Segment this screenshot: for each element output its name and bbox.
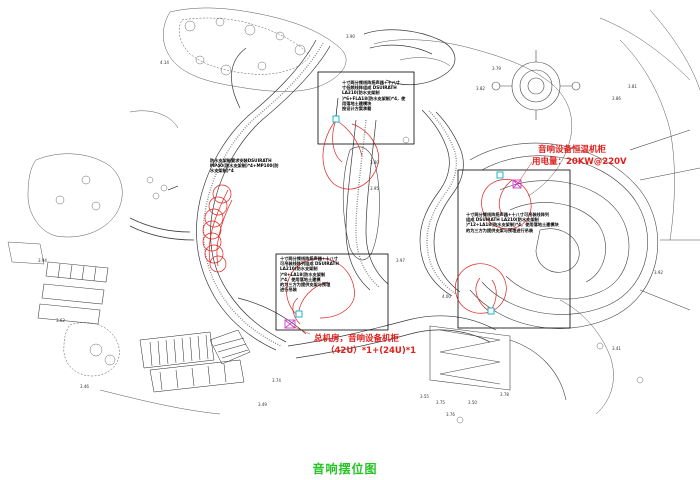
zone-frame-middle bbox=[275, 253, 389, 331]
speaker-marker-right-lower bbox=[487, 307, 495, 315]
speaker-marker-top bbox=[332, 115, 340, 123]
room-label-line1: 总机房，音响设备机柜 bbox=[314, 334, 400, 344]
elevation-label: 3.92 bbox=[654, 270, 663, 275]
elevation-label: 3.95 bbox=[370, 186, 379, 191]
note-top-zone: 十寸两分频线阵扬声器+十八寸 寸低频线阵组成 DSUIRATH LA210(防水… bbox=[342, 80, 406, 112]
zone-frames bbox=[275, 71, 571, 331]
speaker-markers bbox=[295, 115, 504, 318]
elevation-label: 3.94 bbox=[38, 258, 47, 263]
speaker-marker-middle bbox=[295, 310, 303, 318]
elevation-label: 3.50 bbox=[468, 400, 477, 405]
equipment-markers bbox=[284, 179, 522, 329]
label-leaders bbox=[291, 161, 533, 335]
cabinet-marker bbox=[512, 179, 522, 189]
main-building bbox=[139, 329, 251, 393]
elevation-label: 3.82 bbox=[476, 86, 485, 91]
elevation-label: 3.76 bbox=[446, 412, 455, 417]
tree-symbols bbox=[55, 17, 644, 424]
tower-feature bbox=[491, 50, 581, 120]
elevation-label: 3.97 bbox=[396, 258, 405, 263]
cabinet-label-line2: 用电量：20KW@220V bbox=[532, 157, 627, 167]
ramp-structure bbox=[429, 325, 567, 401]
elevation-label: 3.81 bbox=[628, 84, 637, 89]
elevation-label: 3.75 bbox=[436, 400, 445, 405]
room-marker bbox=[284, 319, 296, 329]
elevation-label: 3.78 bbox=[500, 392, 509, 397]
elevation-label: 3.90 bbox=[346, 34, 355, 39]
room-label-line2: （42U）*1+(24U)*1 bbox=[326, 346, 417, 356]
note-right-zone: 十寸两分频线阵扬声器+十八寸可吊装线阵列 组成 DSUIRATH LA210(防… bbox=[466, 212, 559, 233]
zone-frame-right bbox=[457, 169, 571, 329]
elevation-label: 3.46 bbox=[80, 384, 89, 389]
elevation-label: 3.49 bbox=[258, 402, 267, 407]
building-blocks bbox=[37, 261, 109, 325]
note-middle-zone: 十寸两分频线阵扬声器+十八寸 可吊装线阵列组成 DSUIRATH LA210(防… bbox=[280, 256, 339, 293]
elevation-label: 3.41 bbox=[612, 346, 621, 351]
elevation-label: 4.14 bbox=[160, 60, 169, 65]
elevation-label: 3.55 bbox=[420, 394, 429, 399]
elevation-label: 3.74 bbox=[272, 378, 281, 383]
cabinet-label-line1: 音响设备恒温机柜 bbox=[538, 145, 607, 155]
zone-frame-top bbox=[317, 71, 415, 145]
elevation-label: 4.00 bbox=[442, 294, 451, 299]
speaker-marker-right-upper bbox=[496, 171, 504, 179]
lake-outline bbox=[342, 146, 380, 261]
map-title: 音响摆位图 bbox=[312, 462, 378, 476]
elevation-label: 3.80 bbox=[370, 160, 379, 165]
elevation-label: 3.86 bbox=[612, 96, 621, 101]
elevation-label: 3.62 bbox=[56, 318, 65, 323]
roads bbox=[129, 29, 497, 359]
speaker-coverage-arcs bbox=[202, 119, 532, 325]
note-left-cluster: 防水支架制要求安装DSUIRATH MP40(防水支架制)*4+MP100(防 … bbox=[210, 158, 279, 174]
note-leaders bbox=[167, 97, 339, 191]
elevation-label: 3.79 bbox=[492, 66, 501, 71]
path-edging bbox=[202, 42, 458, 347]
arena-structure bbox=[469, 129, 700, 329]
